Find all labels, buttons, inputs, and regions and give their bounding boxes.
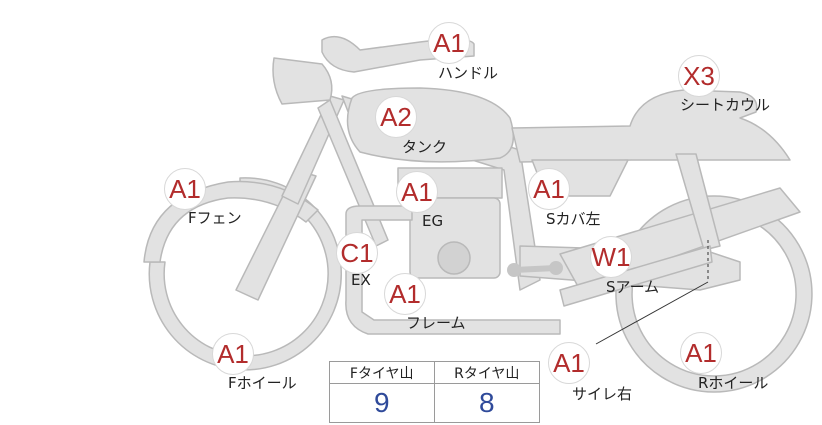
front-tread-value: 9 [330,384,435,422]
grade-badge-silencer-right: A1 [548,342,590,384]
grade-badge-f-fender: A1 [164,168,206,210]
grade-badge-tank: A2 [375,96,417,138]
grade-badge-handle: A1 [428,22,470,64]
tire-tread-table: Fタイヤ山 Rタイヤ山 9 8 [329,361,540,423]
part-label-handle: ハンドル [438,64,499,82]
grade-badge-frame: A1 [384,273,426,315]
part-label-eg: EG [422,212,444,230]
rear-tread-value: 8 [478,387,495,418]
part-label-silencer-right: サイレ右 [572,385,633,403]
part-label-s-cover-left: Sカバ左 [546,210,601,228]
grade-badge-eg: A1 [396,171,438,213]
part-label-s-arm: Sアーム [606,278,660,296]
grade-badge-seat-cowl: X3 [678,55,720,97]
exhaust-shape [345,205,561,335]
grade-badge-s-arm: W1 [590,236,632,278]
front-tread-header: Fタイヤ山 [330,362,435,384]
part-label-f-fender: Fフェン [188,209,242,227]
grade-badge-r-wheel: A1 [680,332,722,374]
part-label-ex: EX [351,271,371,289]
seat-cowl-shape [511,89,791,163]
part-label-f-wheel: Fホイール [228,374,297,392]
grade-badge-f-wheel: A1 [212,333,254,375]
part-label-tank: タンク [402,138,448,156]
part-label-seat-cowl: シートカウル [680,96,771,114]
part-label-r-wheel: Rホイール [698,374,769,392]
grade-badge-ex: C1 [336,232,378,274]
grade-badge-s-cover-left: A1 [528,168,570,210]
rear-tread-header: Rタイヤ山 [434,362,539,384]
part-label-frame: フレーム [406,314,466,332]
headlight-shape [272,57,333,105]
